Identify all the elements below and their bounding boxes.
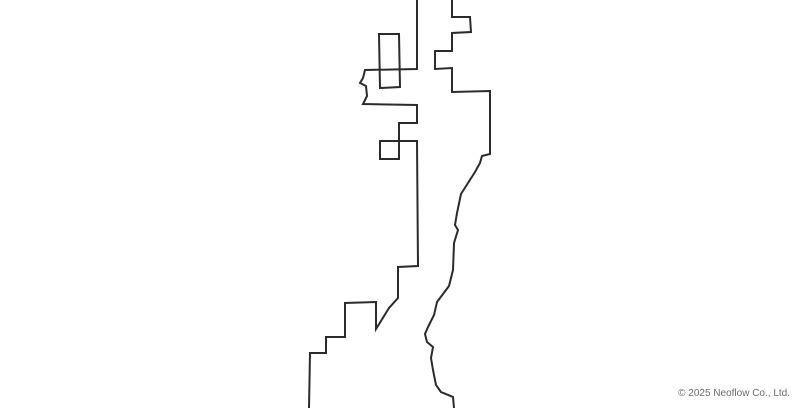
boundary-enclave-middle	[379, 140, 400, 160]
boundary-enclave-north	[377, 33, 402, 90]
boundary-line-west	[308, 0, 420, 408]
boundary-line-east	[423, 0, 491, 408]
map-attribution: © 2025 Neoflow Co., Ltd.	[678, 388, 790, 399]
